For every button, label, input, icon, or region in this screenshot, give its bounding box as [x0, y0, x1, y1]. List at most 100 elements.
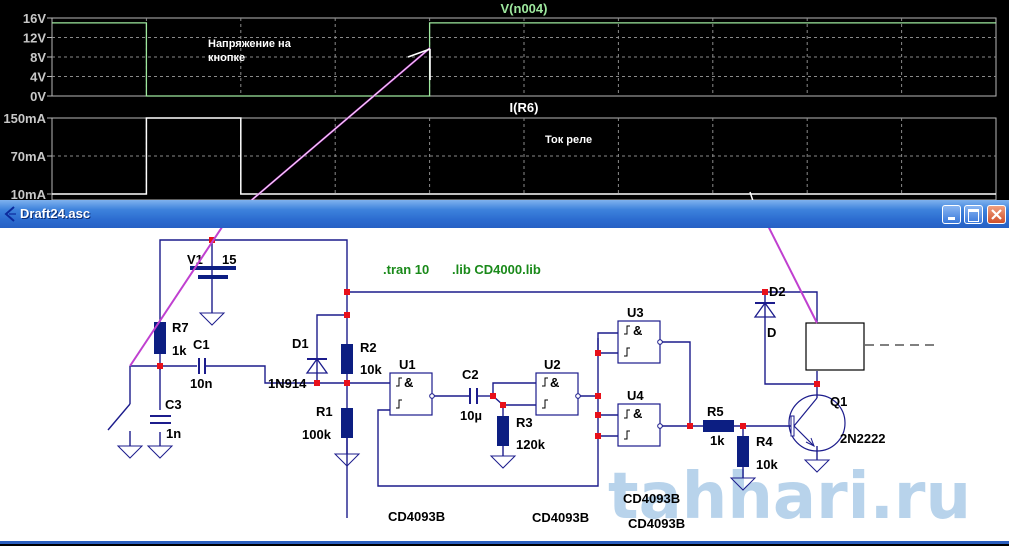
- schematic-drawing[interactable]: tahhari.ru .tran 10 .lib CD4000.lib: [0, 199, 1009, 541]
- window-title: Draft24.asc: [20, 206, 91, 221]
- u1-name: U1: [399, 357, 416, 372]
- annotation-voltage-line2: кнопке: [208, 52, 245, 64]
- window-bottom-border: [0, 541, 1009, 544]
- r1-value: 100k: [302, 427, 332, 442]
- minimize-icon: [948, 217, 955, 220]
- component-c1[interactable]: C1 10n: [190, 337, 212, 391]
- ytick-label: 16V: [23, 11, 46, 26]
- ltspice-app-icon: [4, 206, 16, 222]
- u1-gate-symbol: &: [404, 375, 413, 390]
- component-q1[interactable]: Q1 2N2222: [788, 394, 886, 452]
- ground-icon: [803, 459, 831, 473]
- u3-name: U3: [627, 305, 644, 320]
- r3-name: R3: [516, 415, 533, 430]
- waveform-viewer[interactable]: 0V 4V 8V 12V 16V V(n004) Напряжение на кнопк…: [0, 0, 1009, 200]
- c2-value: 10µ: [460, 408, 482, 423]
- r2-value: 10k: [360, 362, 382, 377]
- ground-icon: [198, 312, 226, 326]
- component-r7[interactable]: R7 1k: [154, 320, 189, 358]
- ytick-label: 150mA: [3, 111, 46, 126]
- r4-value: 10k: [756, 457, 778, 472]
- maximize-icon: [968, 209, 979, 222]
- r7-value: 1k: [172, 343, 187, 358]
- minimize-button[interactable]: [942, 205, 961, 224]
- ground-icon: [489, 455, 517, 469]
- maximize-button[interactable]: [964, 205, 983, 224]
- c1-value: 10n: [190, 376, 212, 391]
- r2-name: R2: [360, 340, 377, 355]
- ytick-label: 70mA: [11, 149, 47, 164]
- component-u1[interactable]: & U1 CD4093B: [388, 357, 445, 524]
- component-v1[interactable]: V1 15: [187, 252, 236, 279]
- close-button[interactable]: [987, 205, 1006, 224]
- annotation-current: Ток реле: [545, 134, 592, 146]
- c2-name: C2: [462, 367, 479, 382]
- component-r5[interactable]: R5 1k: [703, 404, 734, 448]
- junction-nodes: [157, 237, 820, 439]
- component-u4[interactable]: & U4 CD4093B: [617, 388, 680, 506]
- component-d2[interactable]: D2 D: [753, 284, 786, 340]
- ytick-label: 8V: [30, 50, 46, 65]
- u2-gate-symbol: &: [550, 375, 559, 390]
- waveform-plot[interactable]: 0V 4V 8V 12V 16V V(n004) Напряжение на кнопк…: [0, 0, 1009, 200]
- ytick-label: 12V: [23, 31, 46, 46]
- r4-name: R4: [756, 434, 773, 449]
- u2-value: CD4093B: [532, 510, 589, 525]
- trace-v-n004[interactable]: [52, 22, 996, 97]
- u2-name: U2: [544, 357, 561, 372]
- annotation-arrow-voltage-lower: [129, 199, 241, 367]
- component-u3[interactable]: & U3 CD4093B: [617, 305, 685, 531]
- component-c2[interactable]: C2 10µ: [460, 367, 482, 423]
- d1-name: D1: [292, 336, 309, 351]
- u4-value: CD4093B: [623, 491, 680, 506]
- pane1-yticks: 0V 4V 8V 12V 16V: [23, 11, 52, 104]
- trace-label-i-r6[interactable]: I(R6): [510, 100, 539, 115]
- component-r2[interactable]: R2 10k: [341, 340, 382, 377]
- r1-name: R1: [316, 404, 333, 419]
- component-c3[interactable]: C3 1n: [150, 397, 182, 441]
- ytick-label: 10mA: [11, 187, 47, 200]
- annotation-arrow-voltage-highlight: [251, 47, 431, 200]
- arrowhead-current: [749, 191, 754, 200]
- trace-label-v-n004[interactable]: V(n004): [501, 1, 548, 16]
- pane2-grid: [52, 118, 996, 194]
- directive-lib[interactable]: .lib CD4000.lib: [452, 262, 541, 277]
- directive-tran[interactable]: .tran 10: [383, 262, 429, 277]
- v1-value: 15: [222, 252, 236, 267]
- u3-gate-symbol: &: [633, 323, 642, 338]
- d2-value: D: [767, 325, 776, 340]
- annotation-voltage-line1: Напряжение на: [208, 38, 292, 50]
- r5-name: R5: [707, 404, 724, 419]
- component-r1[interactable]: R1 100k: [302, 404, 353, 442]
- ytick-label: 4V: [30, 70, 46, 85]
- schematic-window[interactable]: Draft24.asc tahhari.ru .tran 10 .lib CD4…: [0, 199, 1009, 544]
- ground-symbols: [116, 312, 831, 491]
- d2-name: D2: [769, 284, 786, 299]
- ytick-label: 0V: [30, 89, 46, 104]
- r3-value: 120k: [516, 437, 546, 452]
- u4-gate-symbol: &: [633, 406, 642, 421]
- wires: [107, 239, 935, 518]
- component-r4[interactable]: R4 10k: [737, 434, 778, 472]
- ground-icon: [333, 453, 361, 467]
- component-u2[interactable]: & U2 CD4093B: [532, 357, 589, 525]
- current-pane[interactable]: 10mA 70mA 150mA I(R6) Ток реле: [3, 100, 997, 200]
- voltage-pane[interactable]: 0V 4V 8V 12V 16V V(n004) Напряжение на кнопк…: [23, 1, 997, 104]
- watermark-text: tahhari.ru: [608, 460, 971, 534]
- component-relay[interactable]: [805, 322, 865, 371]
- ground-icon: [146, 445, 174, 459]
- pane1-grid: [52, 18, 996, 96]
- pane2-yticks: 10mA 70mA 150mA: [3, 111, 52, 200]
- component-d1[interactable]: D1 1N914: [268, 336, 329, 391]
- close-icon: [991, 209, 1002, 220]
- schematic-canvas[interactable]: tahhari.ru .tran 10 .lib CD4000.lib: [0, 199, 1009, 541]
- u1-value: CD4093B: [388, 509, 445, 524]
- window-titlebar[interactable]: Draft24.asc: [0, 200, 1009, 228]
- trace-i-r6[interactable]: [52, 117, 996, 195]
- component-r3[interactable]: R3 120k: [497, 415, 546, 452]
- u4-name: U4: [627, 388, 644, 403]
- r5-value: 1k: [710, 433, 725, 448]
- r7-name: R7: [172, 320, 189, 335]
- watermark: tahhari.ru: [608, 460, 971, 534]
- arrowhead-voltage: [407, 48, 431, 58]
